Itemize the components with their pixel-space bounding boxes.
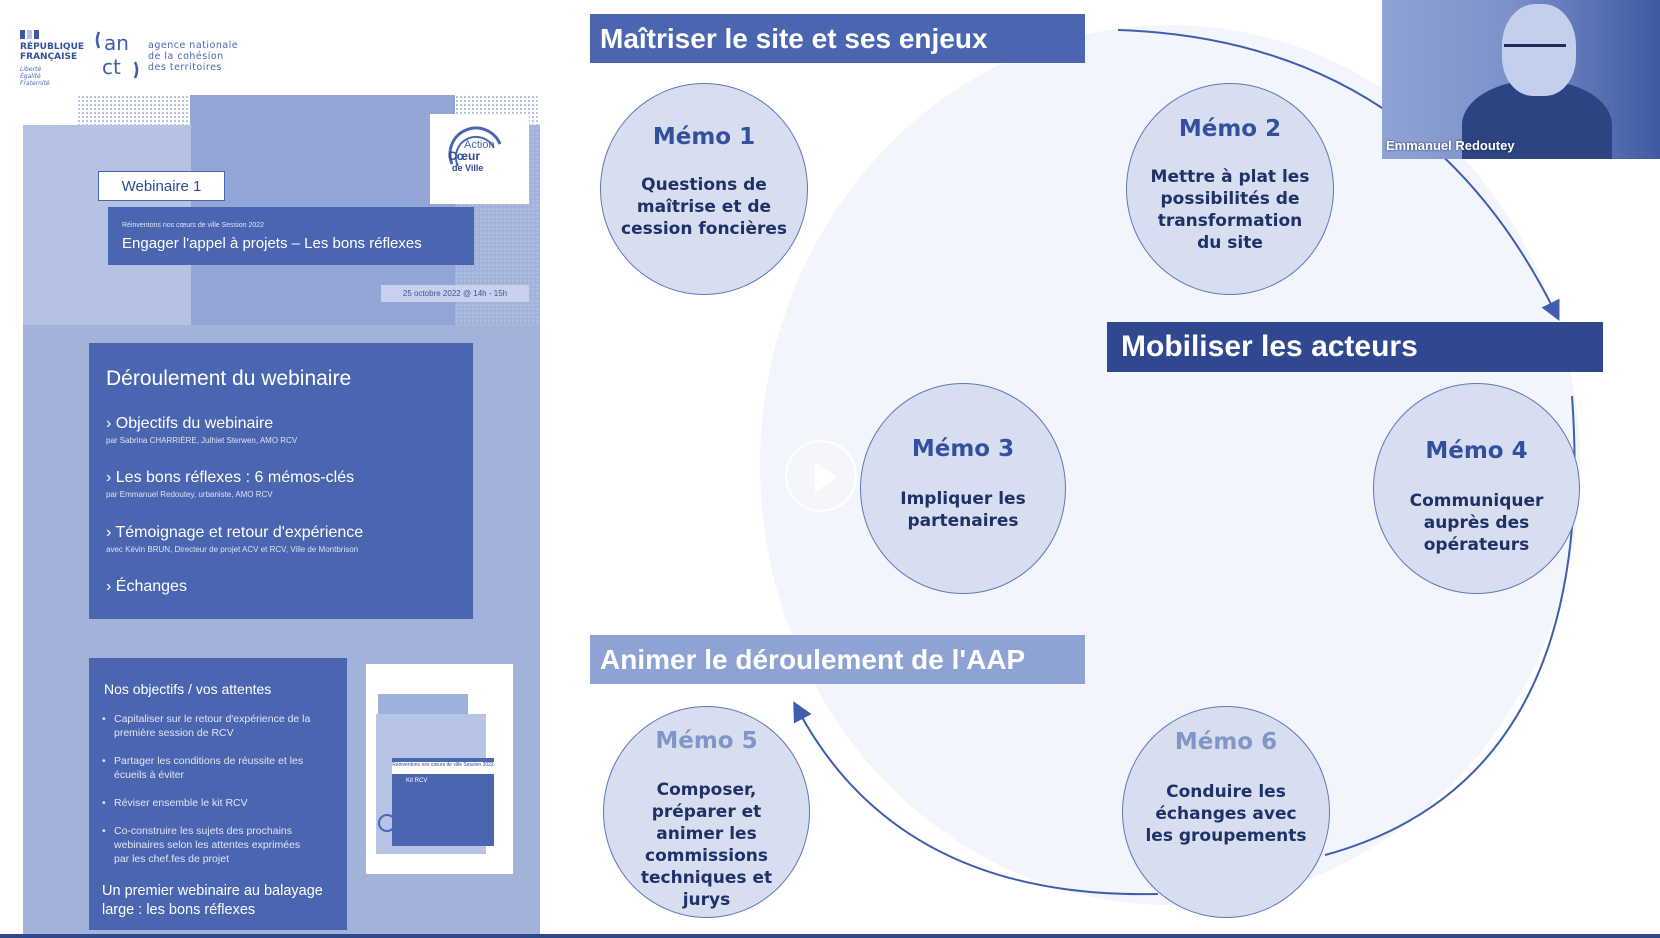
svg-text:an: an <box>104 31 129 55</box>
memo-text: Impliquer les partenaires <box>900 489 1026 531</box>
agenda-item-sub: avec Kévin BRUN, Directeur de projet ACV… <box>106 545 359 554</box>
svg-text:Action: Action <box>464 139 495 151</box>
memo-text: Composer, préparer et animer les commiss… <box>640 780 773 910</box>
cover-title-box: Réinventons nos cœurs de ville Session 2… <box>108 207 474 265</box>
agenda-item-sub: par Sabrina CHARRIÈRE, Julhiet Sterwen, … <box>106 436 298 445</box>
svg-text:ct: ct <box>102 55 121 79</box>
bottom-bar <box>0 934 1660 938</box>
svg-text:Cœur: Cœur <box>448 149 480 163</box>
memo-title: Mémo 5 <box>655 728 758 754</box>
participant-name: Emmanuel Redoutey <box>1386 138 1515 153</box>
agenda-item-sub: par Emmanuel Redoutey, urbaniste, AMO RC… <box>106 490 273 499</box>
memo-title: Mémo 3 <box>911 436 1015 462</box>
glasses-icon <box>1504 44 1566 61</box>
thumbnail-logo-icon <box>378 814 396 832</box>
memo-title: Mémo 2 <box>1178 116 1282 142</box>
memo-6-circle: Mémo 6 Conduire les échanges avec les gr… <box>1122 706 1330 918</box>
republique-line2: FRANÇAISE <box>20 52 78 62</box>
memo-text: Mettre à plat les possibilités de transf… <box>1150 167 1310 253</box>
memo-1-circle: Mémo 1 Questions de maîtrise et de cessi… <box>600 83 808 295</box>
anct-wordmark: agence nationale de la cohésion des terr… <box>148 40 239 73</box>
agenda-panel: Déroulement du webinaire › Objectifs du … <box>89 343 473 619</box>
republique-francaise-logo: RÉPUBLIQUE FRANÇAISE Liberté Égalité Fra… <box>20 30 85 87</box>
objectives-panel: Nos objectifs / vos attentes Capitaliser… <box>89 658 347 930</box>
memo-3-circle: Mémo 3 Impliquer les partenaires <box>860 383 1066 594</box>
kit-rcv-thumbnail: Réinventons nos cœurs de ville Session 2… <box>366 664 513 874</box>
memo-title: Mémo 4 <box>1425 438 1528 464</box>
agenda-item: › Échanges <box>106 578 187 595</box>
cover-date: 25 octobre 2022 @ 14h - 15h <box>381 285 529 302</box>
action-coeur-de-ville-logo: Action Cœur de Ville <box>430 114 529 204</box>
objective-bullet: Capitaliser sur le retour d'expérience d… <box>102 712 314 740</box>
section-header-mobiliser: Mobiliser les acteurs <box>1107 322 1603 372</box>
agenda-item: › Objectifs du webinaire <box>106 415 274 432</box>
thumbnail-subtitle: Kit RCV <box>406 778 428 784</box>
section-header-animer: Animer le déroulement de l'AAP <box>590 635 1085 684</box>
memo-2-circle: Mémo 2 Mettre à plat les possibilités de… <box>1126 83 1334 295</box>
memo-text: Questions de maîtrise et de cession fonc… <box>621 175 788 239</box>
republique-line1: RÉPUBLIQUE <box>20 42 85 52</box>
agenda-item: › Témoignage et retour d'expérience <box>106 524 364 541</box>
objectives-footer: Un premier webinaire au balayage large :… <box>102 883 323 918</box>
section-header-maitriser: Maîtriser le site et ses enjeux <box>590 14 1085 63</box>
cover-title: Engager l'appel à projets – Les bons réf… <box>122 235 422 252</box>
arrow-top-right <box>1117 29 1560 321</box>
memo-5-circle: Mémo 5 Composer, préparer et animer les … <box>603 706 810 918</box>
participant-video-tile[interactable]: Emmanuel Redoutey <box>1382 0 1660 159</box>
webinar-label: Webinaire 1 <box>98 171 225 201</box>
objectives-title: Nos objectifs / vos attentes <box>104 681 272 697</box>
agenda-title: Déroulement du webinaire <box>106 367 352 390</box>
agenda-item: › Les bons réflexes : 6 mémos-clés <box>106 469 355 486</box>
marianne-icon <box>20 30 80 39</box>
objective-bullet: Partager les conditions de réussite et l… <box>102 754 314 782</box>
series-label: Réinventons nos cœurs de ville Session 2… <box>122 222 265 229</box>
memo-4-circle: Mémo 4 Communiquer auprès des opérateurs <box>1373 383 1580 594</box>
play-icon[interactable] <box>785 440 857 512</box>
objective-bullet: Co-construire les sujets des prochains w… <box>102 824 314 866</box>
memo-title: Mémo 6 <box>1174 729 1278 755</box>
cover-dots-pattern-top <box>77 95 190 125</box>
participant-head <box>1502 4 1576 96</box>
memo-text: Communiquer auprès des opérateurs <box>1409 491 1544 555</box>
memo-title: Mémo 1 <box>652 124 756 150</box>
thumbnail-title: Réinventons nos cœurs de ville Session 2… <box>392 762 494 774</box>
objective-bullet: Réviser ensemble le kit RCV <box>102 796 314 810</box>
arrow-bottom <box>793 701 1159 896</box>
svg-text:de Ville: de Ville <box>452 163 483 173</box>
republique-motto: Liberté Égalité Fraternité <box>20 66 50 87</box>
anct-logo-icon: an ct <box>95 31 139 79</box>
memo-text: Conduire les échanges avec les groupemen… <box>1145 782 1307 846</box>
acv-swirl-icon: Action Cœur de Ville <box>448 126 502 173</box>
